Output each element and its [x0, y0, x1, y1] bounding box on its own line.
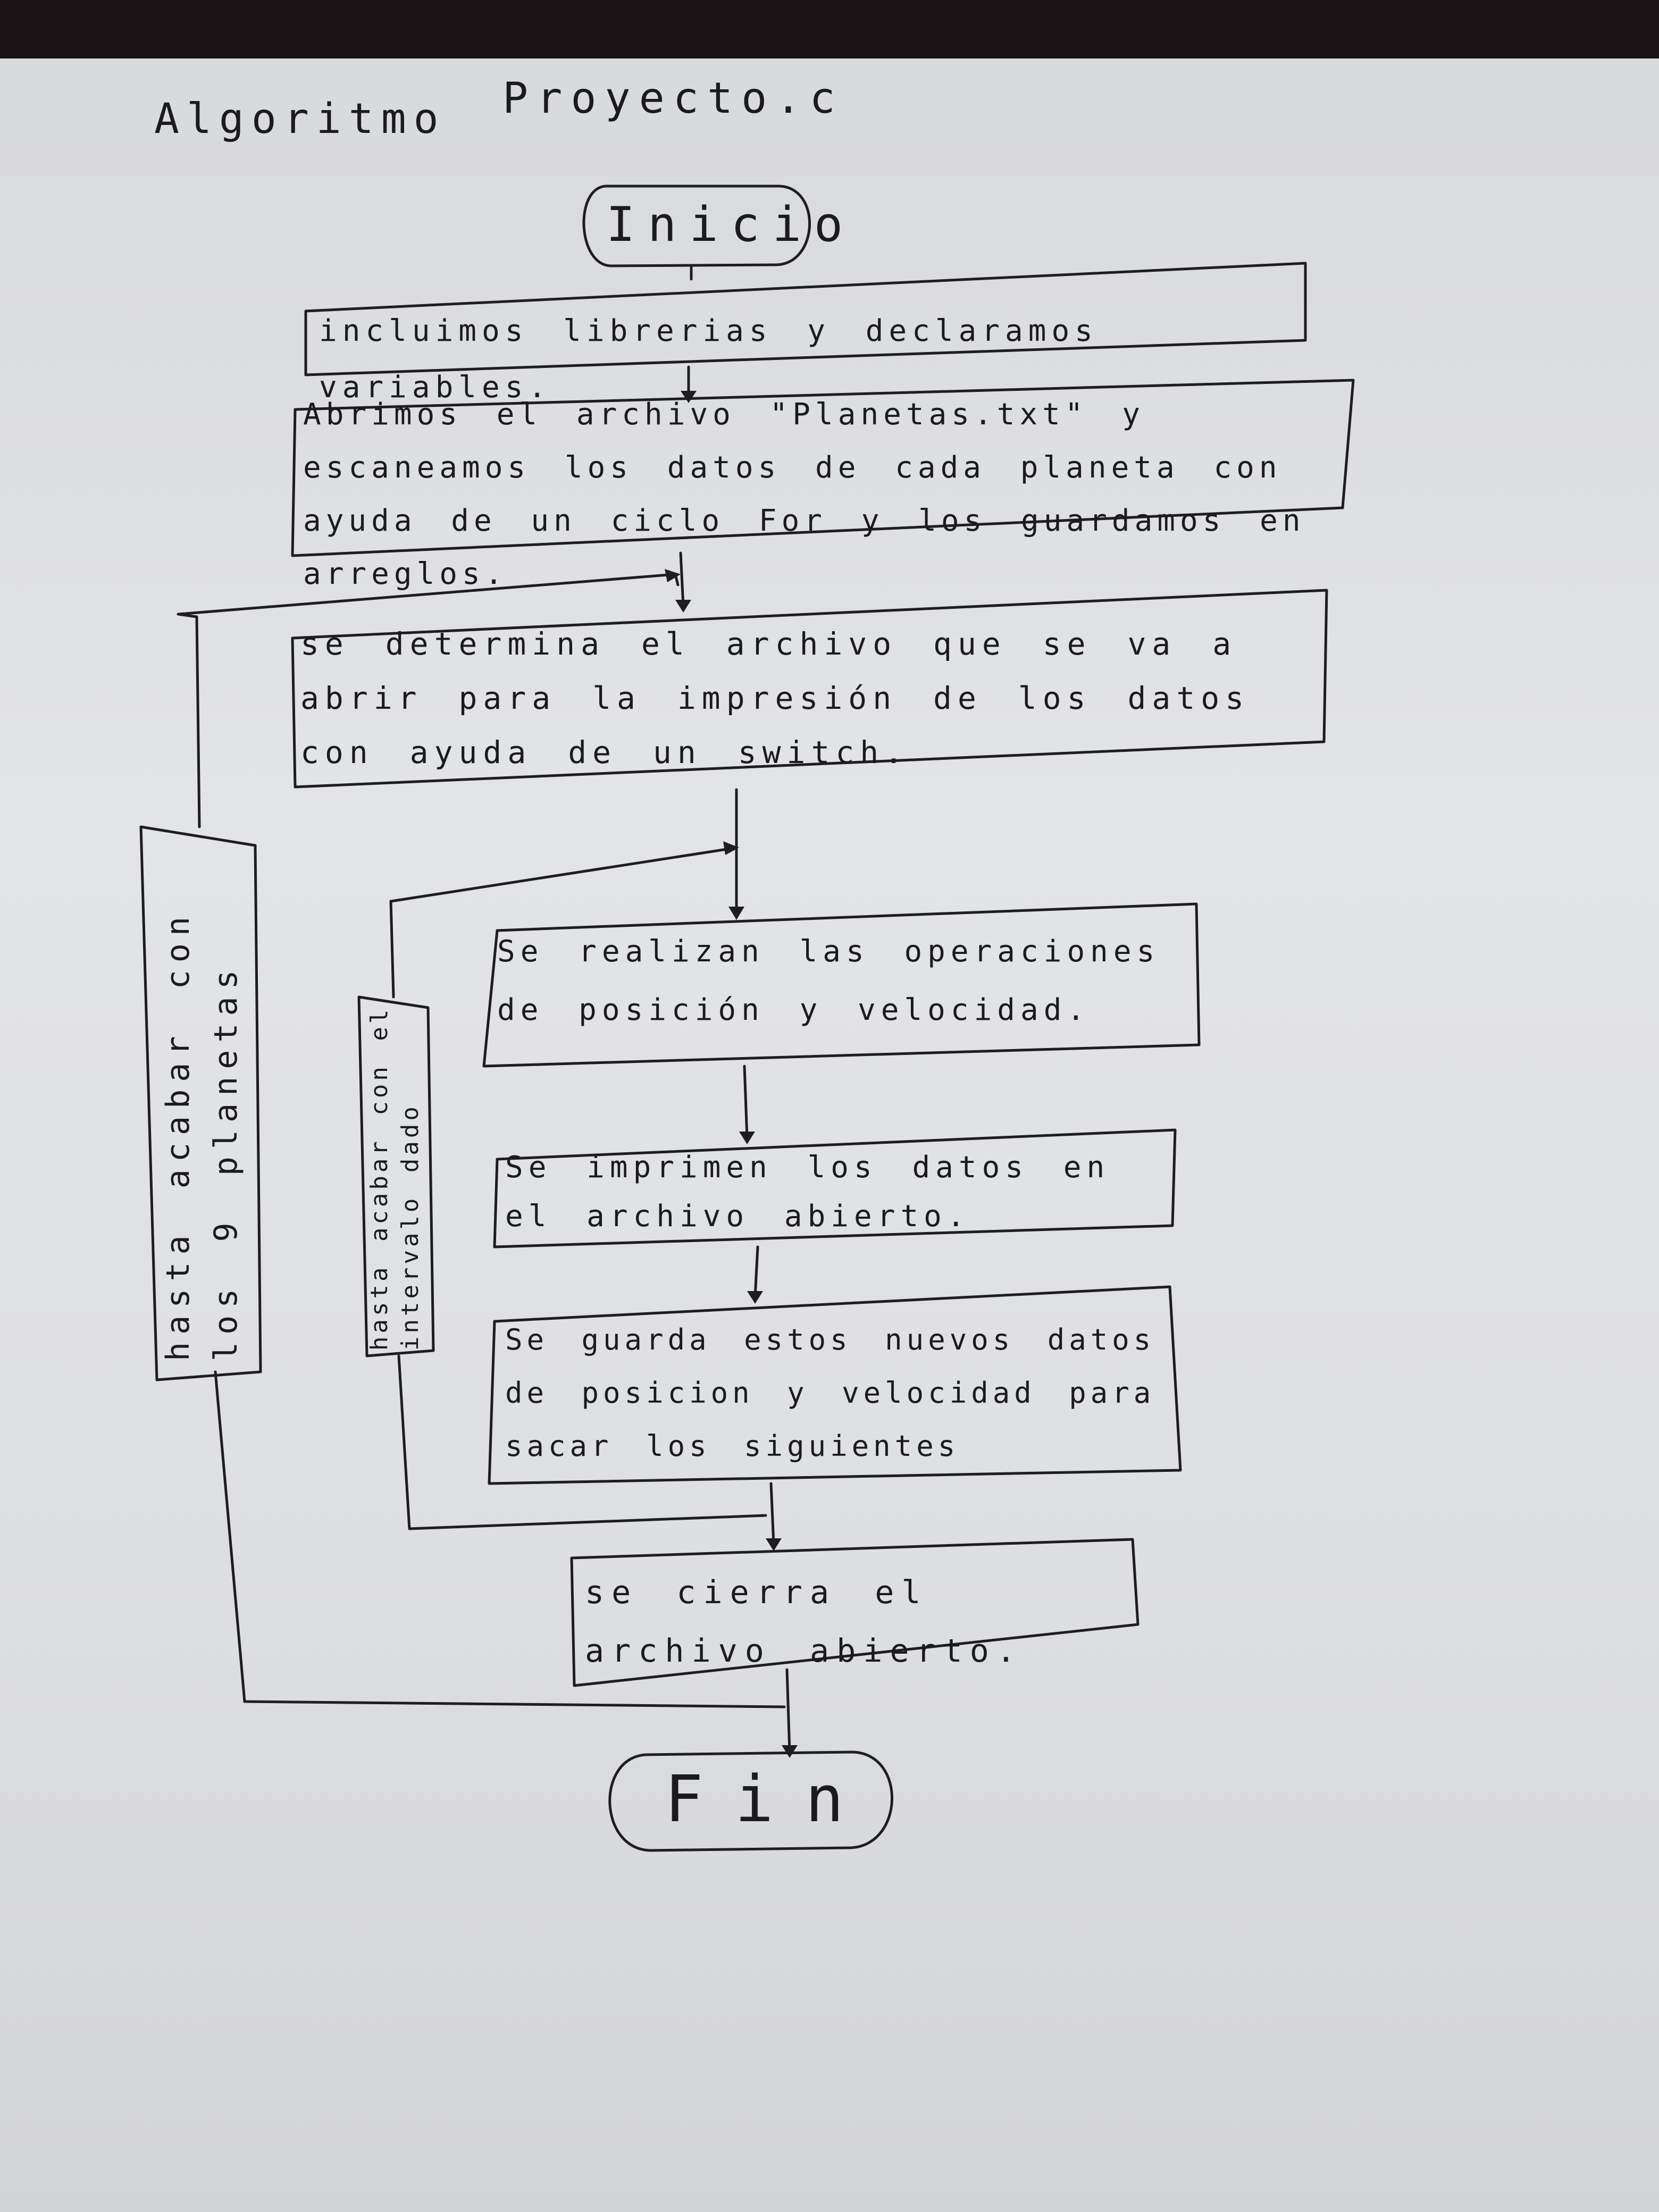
outer-loop-label: hasta acabar con los 9 planetas: [160, 909, 245, 1361]
step-1-box: [304, 262, 1307, 376]
connector-step4-step5: [743, 1065, 749, 1139]
step-5-text: Se imprimen los datos en el archivo abie…: [505, 1150, 1110, 1234]
inner-loop-line: [389, 847, 767, 1530]
start-terminator-shape: [582, 185, 811, 267]
paper-sheet: [0, 58, 1659, 2212]
step-7-text: se cierra el archivo abierto.: [585, 1574, 1023, 1670]
connector-step2-step3: [679, 551, 685, 608]
connector-step5-step6: [753, 1245, 759, 1299]
step-7-box: [570, 1538, 1139, 1687]
connector-step7-end: [785, 1668, 791, 1754]
inner-loop-label: hasta acabar con el intervalo dado: [366, 1006, 424, 1351]
end-terminator-shape: [608, 1750, 893, 1852]
step-1-text: incluimos librerias y declaramos variabl…: [319, 314, 1098, 405]
step-5-box: [493, 1128, 1177, 1249]
step-2-text: Abrimos el archivo "Planetas.txt" y esca…: [303, 397, 1305, 591]
outer-loop-label-box: [139, 825, 262, 1381]
start-label: Inicio: [606, 197, 856, 253]
header-left: Algoritmo: [154, 95, 446, 143]
step-3-box: [291, 589, 1328, 789]
step-6-text: Se guarda estos nuevos datos de posicion…: [505, 1323, 1155, 1463]
connector-step6-step7: [769, 1482, 775, 1546]
end-label: Fin: [665, 1763, 876, 1837]
step-4-box: [482, 902, 1201, 1068]
step-4-text: Se realizan las operaciones de posición …: [497, 934, 1160, 1027]
outer-loop-line: [177, 573, 786, 1708]
step-3-text: se determina el archivo que se va a abri…: [300, 626, 1250, 770]
inner-loop-label-box: [357, 995, 435, 1358]
header-right: Proyecto.c: [502, 73, 844, 123]
step-6-box: [488, 1285, 1182, 1485]
step-2-box: [291, 379, 1355, 557]
